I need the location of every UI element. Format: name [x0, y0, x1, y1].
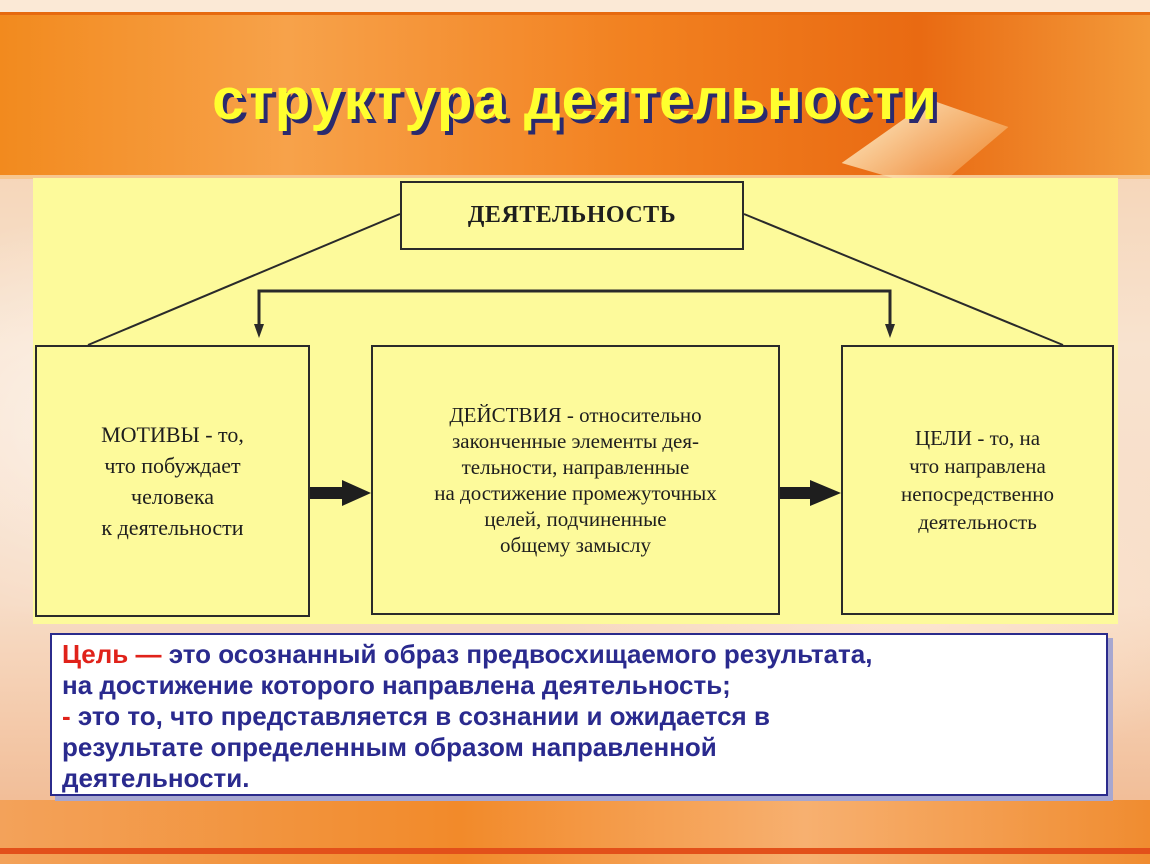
- goal-definition-box: Цель — это осознанный образ предвосхищае…: [50, 633, 1108, 796]
- activity-structure-diagram: ДЕЯТЕЛЬНОСТЬ МОТИВЫ - то, что побуждает …: [33, 178, 1118, 624]
- definition-line-1: Цель — это осознанный образ предвосхищае…: [62, 639, 1096, 670]
- activity-box-label: ДЕЯТЕЛЬНОСТЬ: [467, 202, 677, 228]
- arrow-middle-to-right-head: [810, 480, 841, 506]
- slide-title: структура деятельности: [212, 67, 938, 132]
- definition-term: Цель —: [62, 639, 162, 669]
- definition-line-1-text: это осознанный образ предвосхищаемого ре…: [161, 639, 873, 669]
- definition-line-2: на достижение которого направлена деятел…: [62, 670, 731, 700]
- definition-line-4: результате определенным образом направле…: [62, 732, 717, 762]
- definition-line-3: - это то, что представляется в сознании …: [62, 701, 1096, 732]
- bracket-connector: [257, 289, 892, 328]
- definition-line-3-text: это то, что представляется в сознании и …: [70, 701, 770, 731]
- arrow-left-to-middle-shaft: [310, 487, 344, 499]
- definition-dash: -: [62, 701, 71, 731]
- actions-box-text: ДЕЙСТВИЯ - относительно законченные элем…: [434, 403, 717, 557]
- arrowhead-down-left: [254, 324, 264, 338]
- actions-box: ДЕЙСТВИЯ - относительно законченные элем…: [371, 345, 780, 615]
- arrow-middle-to-right-shaft: [780, 487, 812, 499]
- top-strip: [0, 0, 1150, 12]
- goals-box-text: ЦЕЛИ - то, на что направлена непосредств…: [901, 426, 1054, 534]
- motives-box: МОТИВЫ - то, что побуждает человека к де…: [35, 345, 310, 617]
- definition-line-5: деятельности.: [62, 763, 250, 793]
- arrow-left-to-middle-head: [342, 480, 371, 506]
- motives-box-text: МОТИВЫ - то, что побуждает человека к де…: [101, 422, 244, 540]
- activity-box: ДЕЯТЕЛЬНОСТЬ: [400, 181, 744, 250]
- goals-box: ЦЕЛИ - то, на что направлена непосредств…: [841, 345, 1114, 615]
- arrowhead-down-right: [885, 324, 895, 338]
- connector-top-to-left: [87, 213, 401, 346]
- bottom-band: [0, 800, 1150, 864]
- diagram-connectors: [87, 213, 1064, 506]
- connector-top-to-right: [743, 213, 1064, 346]
